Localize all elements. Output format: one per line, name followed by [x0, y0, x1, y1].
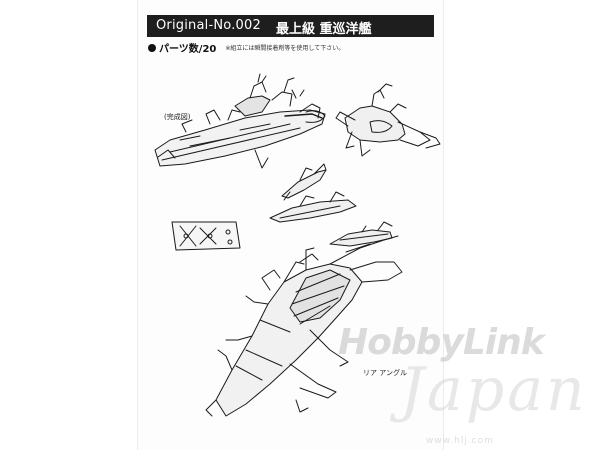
assembly-note: ※組立には瞬間接着剤等を使用して下さい。 [225, 45, 345, 52]
rear-angle-label: リア アングル [363, 369, 407, 377]
plate-part-drawing [171, 221, 241, 251]
header-bar [147, 15, 434, 37]
parts-line: パーツ数/20 ※組立には瞬間接着剤等を使用して下さい。 [148, 40, 344, 55]
watermark-logo-line1: HobbyLink [338, 322, 545, 363]
ship-title: 最上級 重巡洋艦 [276, 22, 372, 37]
parts-count: パーツ数/20 [159, 44, 217, 55]
complete-view-label: (完成図) [164, 113, 191, 121]
watermark-logo-line2: Japan [400, 355, 588, 425]
part-drawing-small-1 [281, 163, 327, 201]
part-drawing-small-3 [329, 221, 393, 247]
front-view-drawing [335, 83, 441, 157]
part-drawing-small-2 [269, 191, 357, 223]
model-number: Original-No.002 [156, 18, 261, 33]
completed-ship-drawing [154, 73, 326, 169]
rear-angle-ship-drawing [205, 235, 403, 417]
bullet-icon [148, 43, 156, 52]
watermark-url: www.hlj.com [426, 436, 494, 446]
